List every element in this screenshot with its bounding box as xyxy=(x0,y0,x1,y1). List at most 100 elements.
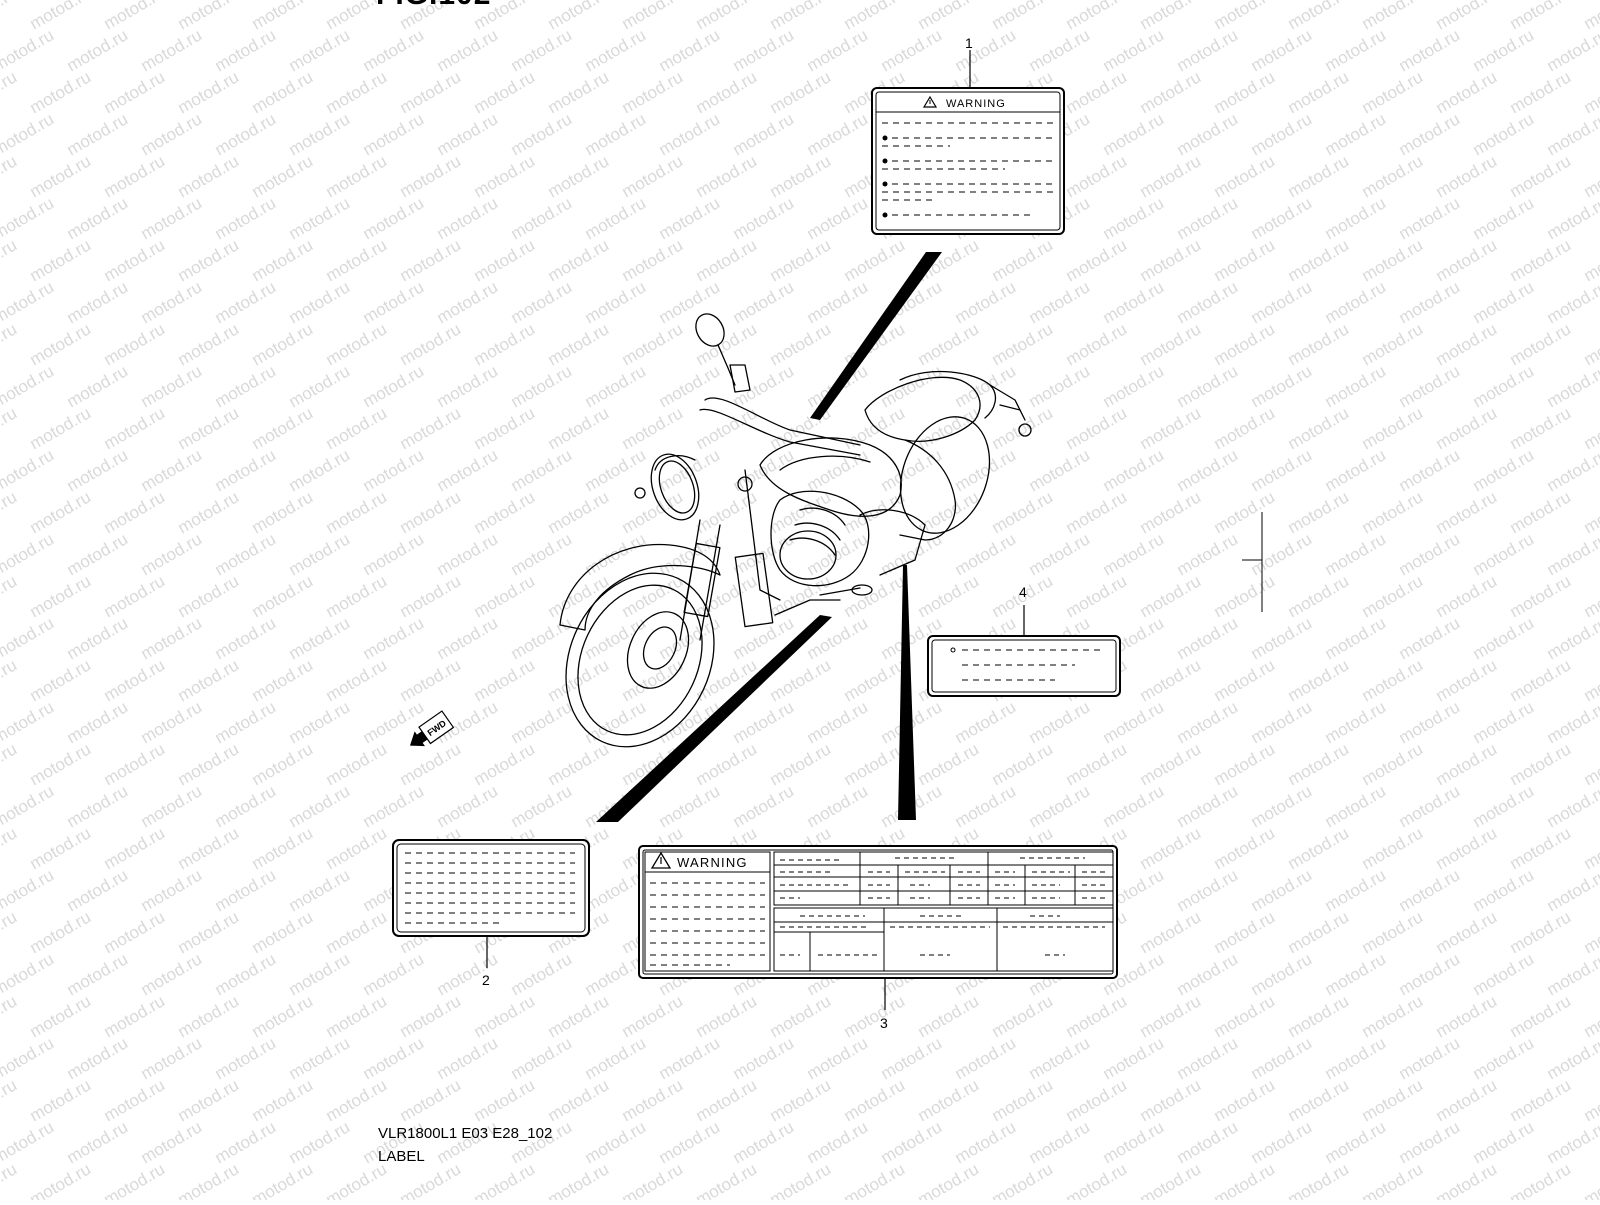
watermark-text: motod.ru xyxy=(323,487,391,537)
watermark-text: motod.ru xyxy=(989,487,1057,537)
watermark-text: motod.ru xyxy=(656,109,724,159)
watermark-text: motod.ru xyxy=(1581,235,1600,285)
watermark-text: motod.ru xyxy=(1544,445,1600,495)
watermark-text: motod.ru xyxy=(101,655,169,705)
watermark-text: motod.ru xyxy=(64,865,132,915)
watermark-text: motod.ru xyxy=(323,403,391,453)
watermark-text: motod.ru xyxy=(952,1033,1020,1083)
watermark-text: motod.ru xyxy=(27,1075,95,1125)
watermark-text: motod.ru xyxy=(1174,109,1242,159)
callout-number-1: 1 xyxy=(965,35,973,51)
watermark-text: motod.ru xyxy=(1433,0,1501,33)
watermark-text: motod.ru xyxy=(249,487,317,537)
watermark-text: motod.ru xyxy=(360,613,428,663)
watermark-text: motod.ru xyxy=(64,529,132,579)
watermark-text: motod.ru xyxy=(508,193,576,243)
watermark-text: motod.ru xyxy=(1322,193,1390,243)
watermark-text: motod.ru xyxy=(582,25,650,75)
watermark-text: motod.ru xyxy=(693,0,761,33)
watermark-text: motod.ru xyxy=(841,0,909,33)
watermark-text: motod.ru xyxy=(1544,697,1600,747)
watermark-text: motod.ru xyxy=(1470,25,1538,75)
watermark-text: motod.ru xyxy=(1248,613,1316,663)
watermark-text: motod.ru xyxy=(1470,613,1538,663)
watermark-text: motod.ru xyxy=(1137,655,1205,705)
watermark-text: motod.ru xyxy=(1100,193,1168,243)
watermark-text: motod.ru xyxy=(1285,487,1353,537)
watermark-text: motod.ru xyxy=(64,1033,132,1083)
watermark-text: motod.ru xyxy=(1174,949,1242,999)
watermark-text: motod.ru xyxy=(1322,949,1390,999)
watermark-text: motod.ru xyxy=(138,1033,206,1083)
watermark-text: motod.ru xyxy=(64,25,132,75)
watermark-text: motod.ru xyxy=(434,193,502,243)
watermark-text: motod.ru xyxy=(1507,235,1575,285)
watermark-text: motod.ru xyxy=(286,529,354,579)
watermark-text: motod.ru xyxy=(841,235,909,285)
watermark-text: motod.ru xyxy=(915,319,983,369)
watermark-text: motod.ru xyxy=(1248,865,1316,915)
watermark-text: motod.ru xyxy=(138,361,206,411)
watermark-text: motod.ru xyxy=(767,67,835,117)
watermark-text: motod.ru xyxy=(0,487,20,537)
watermark-text: motod.ru xyxy=(0,739,20,789)
watermark-text: motod.ru xyxy=(693,571,761,621)
watermark-text: motod.ru xyxy=(138,529,206,579)
watermark-text: motod.ru xyxy=(841,1159,909,1200)
watermark-text: motod.ru xyxy=(619,1075,687,1125)
watermark-text: motod.ru xyxy=(1433,907,1501,957)
watermark-text: motod.ru xyxy=(1433,151,1501,201)
watermark-text: motod.ru xyxy=(1026,1117,1094,1167)
watermark-text: motod.ru xyxy=(101,235,169,285)
watermark-text: motod.ru xyxy=(27,907,95,957)
watermark-text: motod.ru xyxy=(471,319,539,369)
watermark-text: motod.ru xyxy=(1470,529,1538,579)
watermark-text: motod.ru xyxy=(27,487,95,537)
watermark-text: motod.ru xyxy=(323,319,391,369)
watermark-text: motod.ru xyxy=(656,277,724,327)
watermark-text: motod.ru xyxy=(1396,193,1464,243)
watermark-text: motod.ru xyxy=(952,697,1020,747)
watermark-text: motod.ru xyxy=(0,907,20,957)
watermark-text: motod.ru xyxy=(360,277,428,327)
watermark-text: motod.ru xyxy=(249,907,317,957)
watermark-text: motod.ru xyxy=(693,67,761,117)
watermark-text: motod.ru xyxy=(286,949,354,999)
watermark-text: motod.ru xyxy=(767,319,835,369)
watermark-text: motod.ru xyxy=(915,739,983,789)
watermark-text: motod.ru xyxy=(360,781,428,831)
watermark-text: motod.ru xyxy=(1137,571,1205,621)
watermark-text: motod.ru xyxy=(1248,781,1316,831)
watermark-text: motod.ru xyxy=(767,1075,835,1125)
watermark-text: motod.ru xyxy=(582,109,650,159)
watermark-text: motod.ru xyxy=(989,991,1057,1041)
watermark-text: motod.ru xyxy=(101,1075,169,1125)
watermark-text: motod.ru xyxy=(508,25,576,75)
watermark-text: motod.ru xyxy=(878,25,946,75)
watermark-text: motod.ru xyxy=(841,739,909,789)
leader-wedge-3 xyxy=(898,565,916,820)
watermark-text: motod.ru xyxy=(1507,739,1575,789)
watermark-text: motod.ru xyxy=(693,235,761,285)
watermark-text: motod.ru xyxy=(249,571,317,621)
watermark-text: motod.ru xyxy=(582,277,650,327)
watermark-text: motod.ru xyxy=(841,571,909,621)
watermark-text: motod.ru xyxy=(656,445,724,495)
watermark-text: motod.ru xyxy=(286,193,354,243)
watermark-text: motod.ru xyxy=(656,781,724,831)
watermark-text: motod.ru xyxy=(915,0,983,33)
watermark-text: motod.ru xyxy=(1581,319,1600,369)
watermark-text: motod.ru xyxy=(1100,361,1168,411)
watermark-text: motod.ru xyxy=(1063,235,1131,285)
watermark-text: motod.ru xyxy=(323,1159,391,1200)
watermark-text: motod.ru xyxy=(804,109,872,159)
watermark-text: motod.ru xyxy=(1433,1075,1501,1125)
watermark-text: motod.ru xyxy=(1359,319,1427,369)
watermark-text: motod.ru xyxy=(323,991,391,1041)
watermark-text: motod.ru xyxy=(656,193,724,243)
watermark-text: motod.ru xyxy=(1100,277,1168,327)
watermark-text: motod.ru xyxy=(1211,907,1279,957)
watermark-text: motod.ru xyxy=(1174,865,1242,915)
